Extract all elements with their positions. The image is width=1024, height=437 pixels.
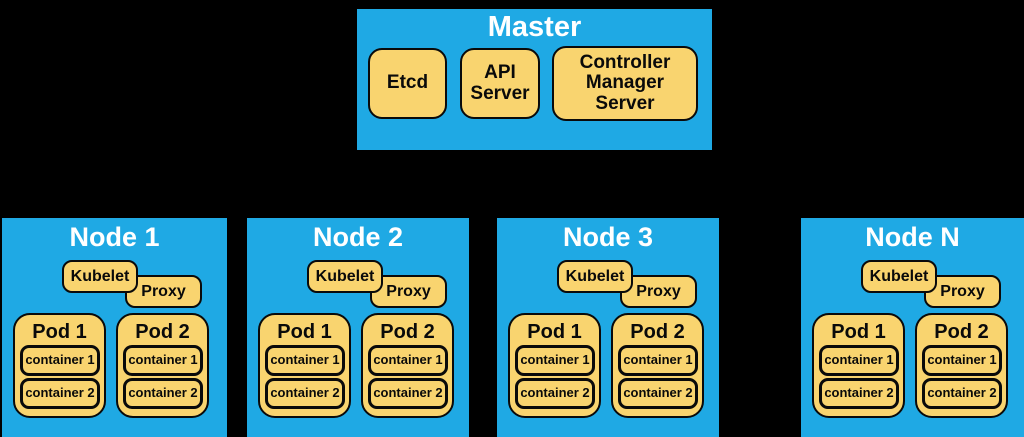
controller-manager-server-box: Controller Manager Server — [552, 46, 698, 121]
container-box: container 1 — [20, 345, 100, 376]
container-box: container 2 — [368, 378, 448, 409]
pod-box: Pod 1 container 1 container 2 — [508, 313, 601, 418]
pod-box: Pod 1 container 1 container 2 — [13, 313, 106, 418]
container-box: container 2 — [922, 378, 1002, 409]
node-box-n: Node N Kubelet Proxy Pod 1 container 1 c… — [801, 218, 1024, 437]
pod-title: Pod 1 — [527, 321, 582, 343]
pod-title: Pod 2 — [630, 321, 685, 343]
container-box: container 2 — [20, 378, 100, 409]
pod-title: Pod 1 — [831, 321, 886, 343]
etcd-box: Etcd — [368, 48, 447, 119]
node-title: Node 2 — [312, 222, 404, 252]
container-box: container 1 — [922, 345, 1002, 376]
container-box: container 2 — [618, 378, 698, 409]
node-title: Node 1 — [69, 222, 160, 252]
pod-box: Pod 2 container 1 container 2 — [361, 313, 454, 418]
kubelet-box: Kubelet — [307, 260, 383, 293]
node-box-2: Node 2 Kubelet Proxy Pod 1 container 1 c… — [247, 218, 469, 437]
node-title: Node N — [865, 222, 960, 252]
pod-title: Pod 2 — [135, 321, 190, 343]
pod-box: Pod 2 container 1 container 2 — [915, 313, 1008, 418]
node-title: Node 3 — [562, 222, 654, 252]
pod-title: Pod 1 — [32, 321, 87, 343]
kubelet-box: Kubelet — [861, 260, 937, 293]
container-box: container 2 — [515, 378, 595, 409]
pod-box: Pod 2 container 1 container 2 — [116, 313, 209, 418]
node-box-3: Node 3 Kubelet Proxy Pod 1 container 1 c… — [497, 218, 719, 437]
pod-title: Pod 2 — [934, 321, 989, 343]
container-box: container 1 — [618, 345, 698, 376]
container-box: container 1 — [265, 345, 345, 376]
master-box: Master Etcd API Server Controller Manage… — [357, 9, 712, 150]
master-title: Master — [487, 11, 582, 43]
container-box: container 2 — [123, 378, 203, 409]
api-server-box: API Server — [460, 48, 540, 119]
pod-box: Pod 1 container 1 container 2 — [812, 313, 905, 418]
container-box: container 1 — [123, 345, 203, 376]
pod-title: Pod 2 — [380, 321, 435, 343]
kubelet-box: Kubelet — [557, 260, 633, 293]
pod-box: Pod 2 container 1 container 2 — [611, 313, 704, 418]
container-box: container 1 — [819, 345, 899, 376]
kubelet-box: Kubelet — [62, 260, 138, 293]
pod-box: Pod 1 container 1 container 2 — [258, 313, 351, 418]
node-box-1: Node 1 Kubelet Proxy Pod 1 container 1 c… — [2, 218, 227, 437]
container-box: container 2 — [819, 378, 899, 409]
container-box: container 2 — [265, 378, 345, 409]
pod-title: Pod 1 — [277, 321, 332, 343]
proxy-box: Proxy — [125, 275, 202, 308]
container-box: container 1 — [368, 345, 448, 376]
container-box: container 1 — [515, 345, 595, 376]
